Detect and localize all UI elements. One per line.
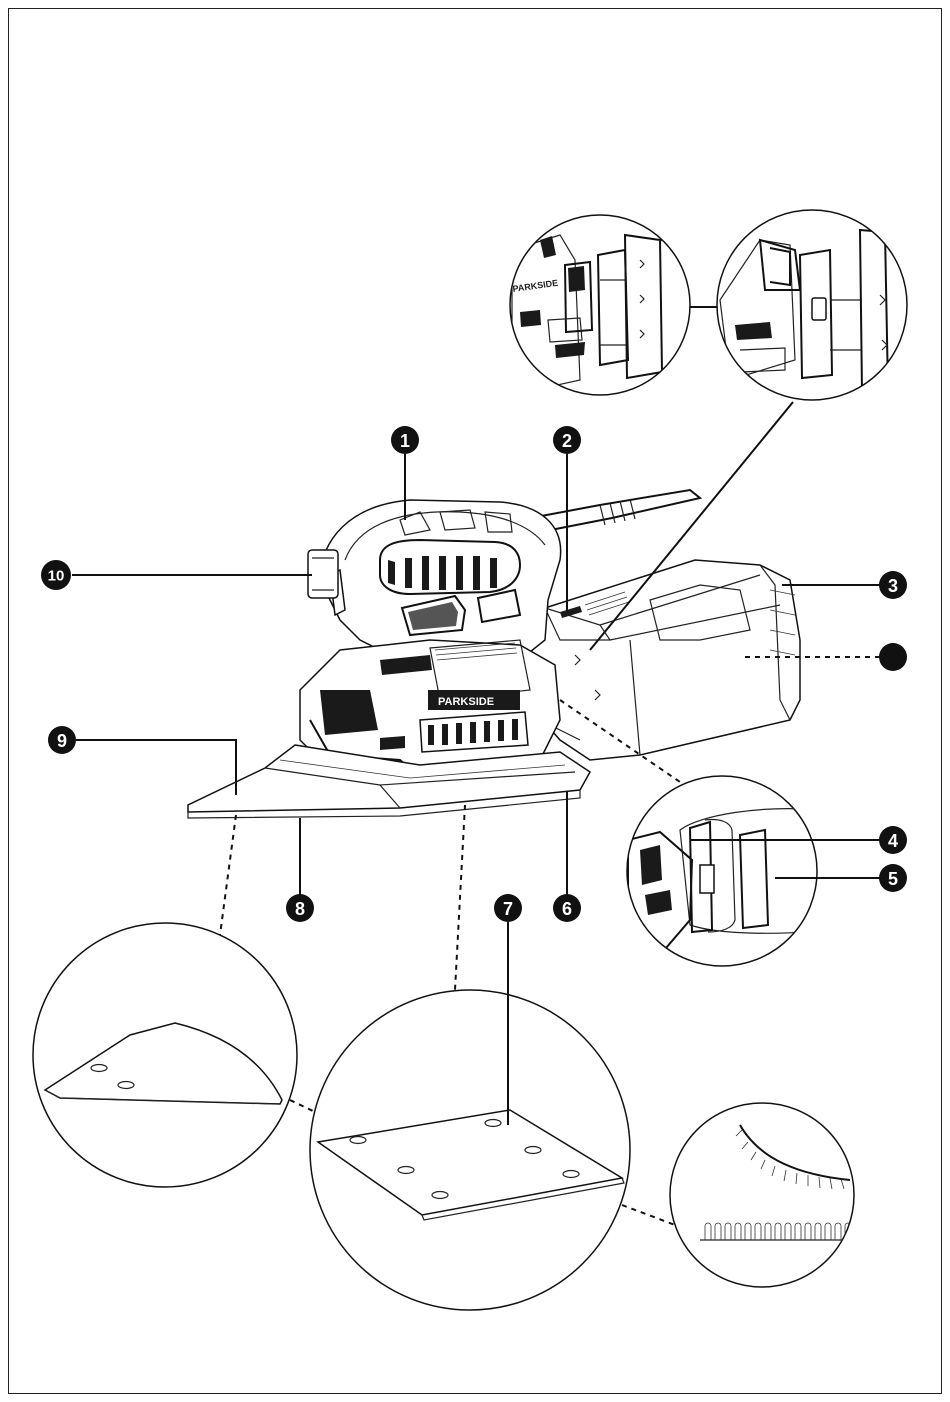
callout-6-label: 6 bbox=[562, 899, 572, 919]
brand-label: PARKSIDE bbox=[438, 696, 494, 708]
callout-5-label: 5 bbox=[888, 869, 898, 889]
callout-5: 5 bbox=[879, 864, 907, 892]
callout-3: 3 bbox=[879, 571, 907, 599]
leader-delta-to-sheet-dashed bbox=[290, 1100, 315, 1112]
callout-8-label: 8 bbox=[295, 899, 305, 919]
detail-circle-dust-outlet bbox=[620, 776, 830, 966]
callout-6: 6 bbox=[553, 894, 581, 922]
leader-detail-sheet-dashed bbox=[455, 805, 465, 990]
detail-circle-attachment-left: PARKSIDE bbox=[510, 215, 695, 395]
callout-4-label: 4 bbox=[888, 831, 898, 851]
detail-circle-sanding-sheet bbox=[310, 990, 630, 1310]
leader-sheet-to-loop-dashed bbox=[622, 1205, 675, 1225]
callout-3-label: 3 bbox=[888, 576, 898, 596]
callout-1: 1 bbox=[391, 426, 419, 454]
callout-7: 7 bbox=[494, 894, 522, 922]
detail-circle-delta-plate bbox=[33, 923, 297, 1187]
leader-9 bbox=[76, 740, 236, 795]
callout-9-label: 9 bbox=[57, 731, 67, 751]
callout-9: 9 bbox=[48, 726, 76, 754]
detail-circle-attachment-right bbox=[717, 210, 912, 400]
callout-4: 4 bbox=[879, 826, 907, 854]
callout-7-label: 7 bbox=[503, 899, 513, 919]
callout-2: 2 bbox=[553, 426, 581, 454]
callout-10-label: 10 bbox=[48, 568, 65, 585]
callout-2-label: 2 bbox=[562, 431, 572, 451]
detail-circle-hook-and-loop bbox=[670, 1103, 860, 1287]
leader-detail-delta-dashed bbox=[220, 815, 236, 935]
orbital-sander-body: PARKSIDE bbox=[188, 490, 800, 818]
callout-10: 10 bbox=[41, 560, 71, 590]
callout-11 bbox=[879, 643, 907, 671]
callout-8: 8 bbox=[286, 894, 314, 922]
callout-1-label: 1 bbox=[400, 431, 410, 451]
